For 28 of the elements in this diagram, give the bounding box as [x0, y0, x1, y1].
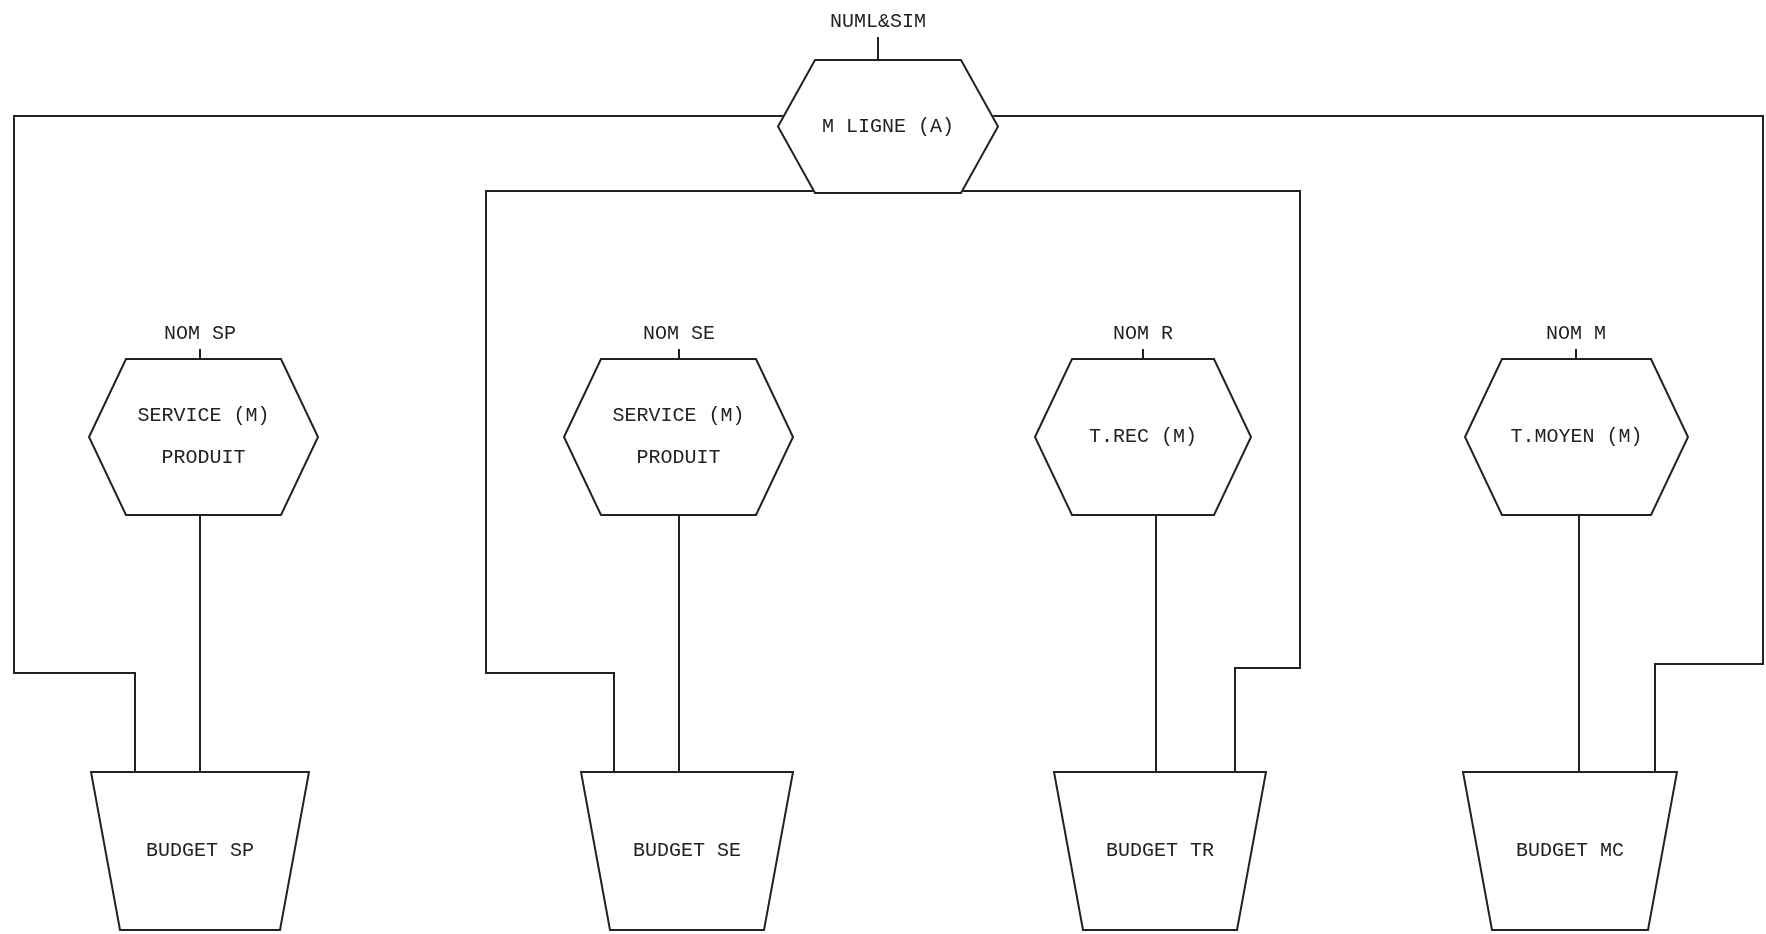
- node-label: T.REC (M): [1089, 424, 1197, 450]
- connector-line: [678, 515, 680, 772]
- connector-line: [13, 115, 784, 772]
- connector-line: [1578, 515, 1580, 772]
- entity-hexagon: [1464, 358, 1689, 516]
- budget-trapezoid: [1053, 771, 1267, 931]
- node-label: PRODUIT: [161, 445, 246, 471]
- node-label: BUDGET MC: [1516, 838, 1624, 864]
- node-label: BUDGET SE: [633, 838, 741, 864]
- node-label: SERVICE (M): [612, 403, 745, 429]
- budget-trapezoid: [580, 771, 794, 931]
- entity-hexagon: [88, 358, 319, 516]
- node-label: T.MOYEN (M): [1510, 424, 1643, 450]
- node-label: BUDGET SP: [146, 838, 254, 864]
- entity-hexagon: [1034, 358, 1252, 516]
- node-label: SERVICE (M): [137, 403, 270, 429]
- node-label: M LIGNE (A): [822, 113, 954, 140]
- connector-line: [961, 190, 1301, 772]
- connector-line: [1155, 515, 1157, 772]
- budget-trapezoid: [90, 771, 310, 931]
- entity-hexagon: [563, 358, 794, 516]
- budget-trapezoid: [1462, 771, 1678, 931]
- node-label: PRODUIT: [636, 445, 721, 471]
- entity-hexagon: [777, 59, 999, 194]
- connector-line: [992, 115, 1764, 772]
- connector-line: [199, 515, 201, 772]
- connector-line: [485, 190, 815, 772]
- node-label: BUDGET TR: [1106, 838, 1214, 864]
